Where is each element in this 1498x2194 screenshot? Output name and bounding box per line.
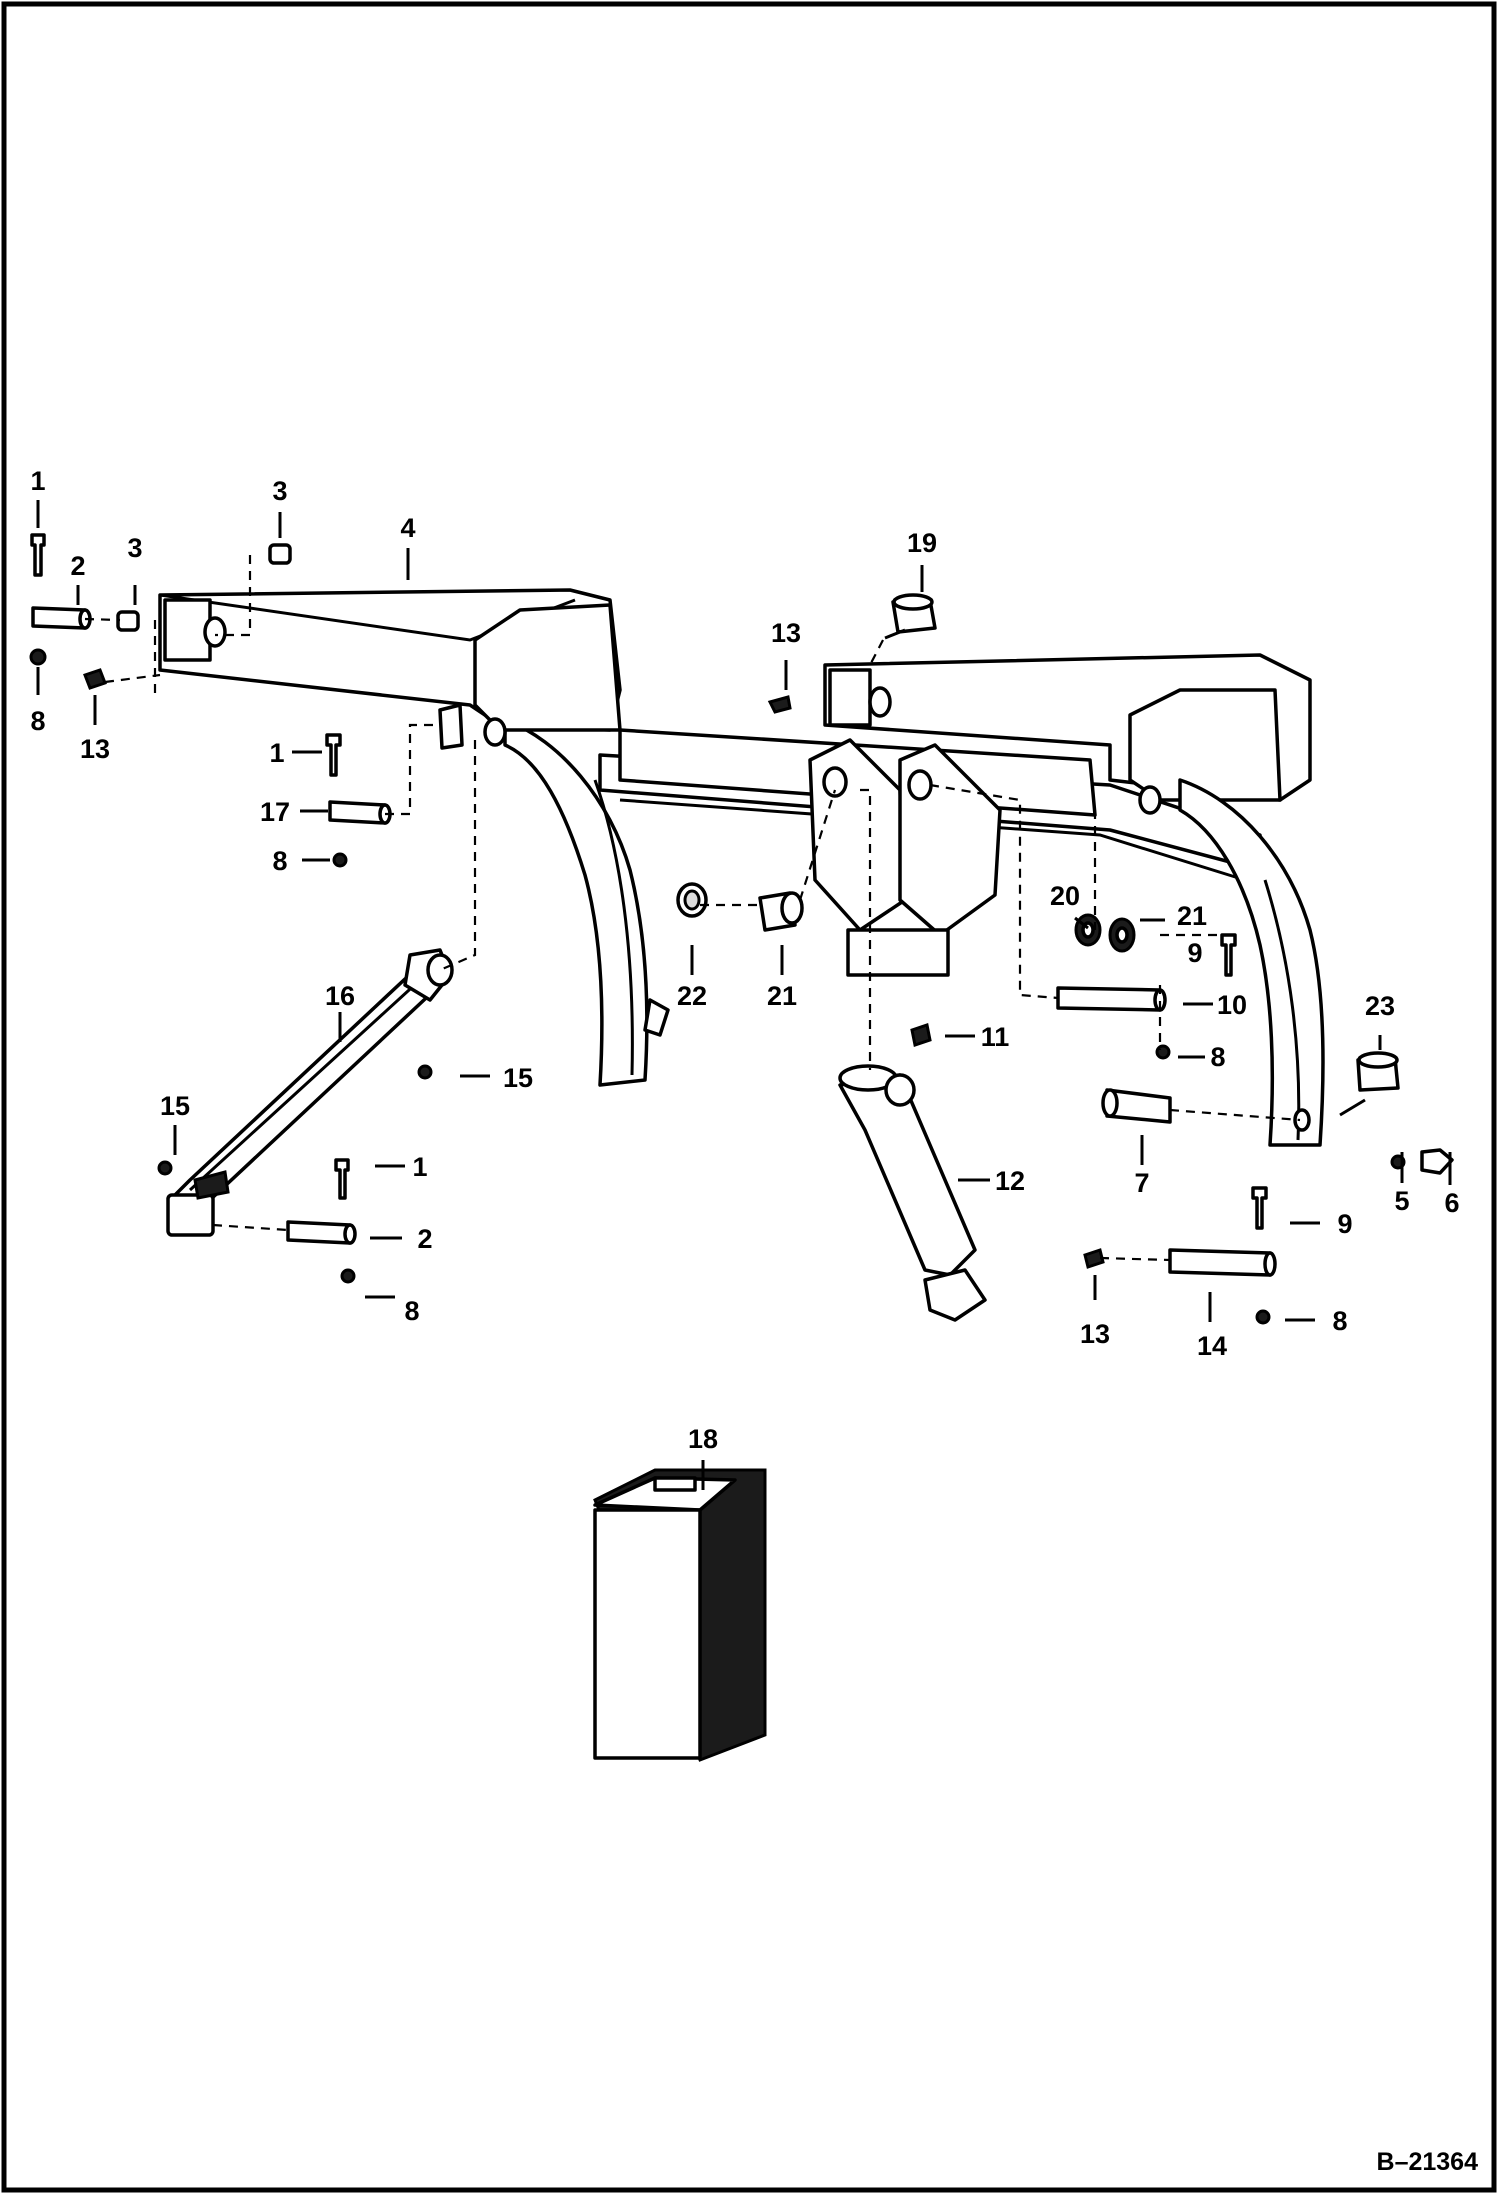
- callout-17: 17: [260, 797, 290, 827]
- callout-21: 21: [1177, 901, 1207, 931]
- callout-23: 23: [1365, 991, 1395, 1021]
- callout-1: 1: [412, 1152, 427, 1182]
- callout-10: 10: [1217, 990, 1247, 1020]
- callout-9: 9: [1187, 938, 1202, 968]
- callout-19: 19: [907, 528, 937, 558]
- loose-parts: [29, 533, 1454, 1762]
- callout-21: 21: [767, 981, 797, 1011]
- callout-16: 16: [325, 981, 355, 1011]
- callout-7: 7: [1134, 1168, 1149, 1198]
- callout-13: 13: [1080, 1319, 1110, 1349]
- leader-lines: [36, 500, 1452, 1490]
- callout-8: 8: [1210, 1042, 1225, 1072]
- callout-3: 3: [127, 533, 142, 563]
- callout-13: 13: [80, 734, 110, 764]
- callout-8: 8: [272, 846, 287, 876]
- blade-frame: [158, 588, 1325, 1147]
- callout-15: 15: [503, 1063, 533, 1093]
- callout-15: 15: [160, 1091, 190, 1121]
- callout-9: 9: [1337, 1209, 1352, 1239]
- callout-2: 2: [70, 551, 85, 581]
- callout-8: 8: [404, 1296, 419, 1326]
- callout-5: 5: [1394, 1186, 1409, 1216]
- arm-mount-plate: [163, 598, 212, 662]
- callout-14: 14: [1197, 1331, 1227, 1361]
- callout-8: 8: [1332, 1306, 1347, 1336]
- callout-11: 11: [981, 1022, 1010, 1052]
- bolt: [30, 533, 46, 577]
- callout-8: 8: [30, 706, 45, 736]
- callout-13: 13: [771, 618, 801, 648]
- callout-4: 4: [400, 513, 415, 543]
- callout-22: 22: [677, 981, 707, 1011]
- callout-3: 3: [272, 476, 287, 506]
- callout-18: 18: [688, 1424, 718, 1454]
- callout-1: 1: [269, 738, 284, 768]
- callout-1: 1: [30, 466, 45, 496]
- drawing-number: B–21364: [1377, 2148, 1479, 2176]
- callout-12: 12: [995, 1166, 1025, 1196]
- callout-2: 2: [417, 1224, 432, 1254]
- pin: [31, 606, 87, 630]
- callout-20: 20: [1050, 881, 1080, 911]
- callout-labels: 1 2 3 3 4 8 13 1 17 8 16 15 15 1 2 8 19 …: [30, 466, 1459, 1454]
- callout-6: 6: [1444, 1188, 1459, 1218]
- assembly-dash-lines: [84, 555, 1301, 1262]
- tilt-cylinder: [838, 1073, 977, 1277]
